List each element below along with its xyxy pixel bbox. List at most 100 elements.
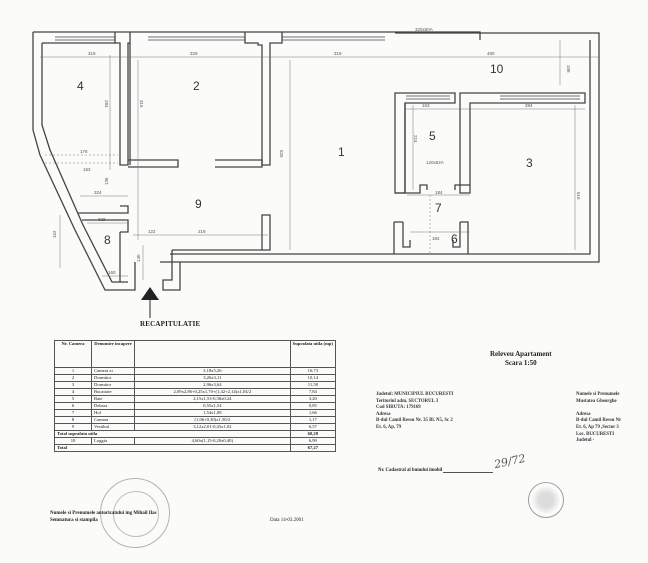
- dim-left-1: 176: [80, 149, 88, 154]
- table-row: 1 Camera zi 3,18x5,26 16,73: [54, 367, 337, 375]
- cell-name: Vestibul: [91, 423, 135, 431]
- room-9-label: 9: [195, 197, 202, 211]
- dim-room9-a: 122: [148, 229, 156, 234]
- cell-nr: 10: [54, 437, 92, 445]
- table-row: 3 Dormitor 2,96x3,64 11,58: [54, 381, 337, 389]
- room-4-label: 4: [77, 79, 84, 93]
- table-row: 10 Loggia 4,60x(1,15-0,20x0,40) 6,99: [54, 437, 337, 445]
- cell-area: 16,73: [289, 367, 337, 375]
- dim-left-2: 163: [83, 167, 91, 172]
- document-title: Releveu Apartament: [490, 350, 552, 358]
- address-line: Judetul -: [576, 438, 595, 444]
- dim-room7-width: 184: [435, 190, 443, 195]
- table-header-row: Nr. Camera Denumire incapere Suprafata u…: [54, 340, 337, 368]
- cell-calc: (1,06+0,30)x1,50/2: [134, 416, 291, 424]
- room-7-label: 7: [435, 201, 442, 215]
- cadastral-label: Nr. Cadastral al bunului imobil: [378, 468, 443, 473]
- dim-room4-width: 319: [88, 51, 96, 56]
- floor-plan: 1 2 3 4 5 6 7 8 9 10 319 329 319 480 320…: [32, 27, 600, 318]
- cell-area: 7,84: [289, 388, 337, 396]
- address-block-right: Numele si Prenumele Mustatea Gheorghe Ad…: [576, 392, 621, 445]
- dim-room1-height: 526: [279, 150, 284, 158]
- owner-label: Numele si Prenumele: [576, 392, 620, 397]
- dim-room8-height: 152: [52, 230, 57, 238]
- subtotal-label: Total suprafata utila: [54, 430, 291, 438]
- recap-title: RECAPITULATIE: [140, 320, 201, 328]
- cell-calc: 3,12x2,01-0,45x1,02: [134, 423, 291, 431]
- official-stamp-left: [100, 478, 170, 548]
- dim-top-window: 320x50A: [415, 27, 433, 32]
- dim-left-3: 136: [104, 177, 109, 185]
- room-6-label: 6: [451, 232, 458, 246]
- entrance-arrow-icon: [141, 287, 159, 318]
- col-header-area: Suprafata utila (mp): [289, 340, 337, 368]
- cell-calc: 4,60x(1,15-0,20x0,40): [134, 437, 291, 445]
- address-line: Et. 6, Ap. 79: [376, 424, 402, 430]
- dim-door5: 120x52A: [426, 160, 444, 165]
- address-line: B-dul Camil Ressu Nr: [576, 418, 622, 424]
- cell-nr: 3: [54, 381, 92, 389]
- total-label: Total: [54, 444, 291, 452]
- total-area: 67,27: [289, 444, 337, 452]
- cell-nr: 1: [54, 367, 92, 375]
- signature-block: Numele si Prenumele autorizatului ing Mi…: [50, 510, 157, 524]
- cell-calc: 1,54x1,08: [134, 409, 291, 417]
- table-row: 7 Hol 1,54x1,08 1,66: [54, 409, 337, 417]
- col-header-calc: [134, 340, 291, 368]
- cadastral-number: Nr. Cadastral al bunului imobil: [378, 468, 494, 473]
- cell-nr: 7: [54, 409, 92, 417]
- table-row: 8 Camara (1,06+0,30)x1,50/2 1,17: [54, 416, 337, 424]
- cell-nr: 5: [54, 395, 92, 403]
- cell-calc: 3,26x3,11: [134, 374, 291, 382]
- cell-name: Dormitor: [91, 381, 135, 389]
- cell-calc: 2,96x3,64: [134, 381, 291, 389]
- cell-nr: 9: [54, 423, 92, 431]
- dim-room10-height: 108: [566, 65, 571, 73]
- dim-room6-width: 184: [432, 236, 440, 241]
- address-line: Loc. BUCURESTI: [576, 431, 615, 437]
- address-block-left: Judetul: MUNICIPIUL BUCURESTI Teritoriul…: [376, 392, 453, 432]
- cell-calc: 0,55x1,54: [134, 402, 291, 410]
- address-line: Cod SIRUTA: 179169: [376, 405, 421, 411]
- dim-room8-c: 160: [108, 270, 116, 275]
- total-row: Total 67,27: [54, 444, 337, 452]
- room-3-label: 3: [526, 156, 533, 170]
- document-scale: Scara 1:50: [504, 359, 537, 367]
- cell-area: 11,58: [289, 381, 337, 389]
- dim-room1-width: 319: [334, 51, 342, 56]
- room-8-label: 8: [104, 233, 111, 247]
- table-row: 6 Debara 0,55x1,54 0,85: [54, 402, 337, 410]
- cell-calc: 2,15x1,53-0,38x0,24: [134, 395, 291, 403]
- cell-name: Loggia: [91, 437, 135, 445]
- cell-nr: 6: [54, 402, 92, 410]
- dim-entry: 140: [136, 254, 141, 262]
- owner-name: Mustatea Gheorghe: [576, 398, 617, 404]
- dim-room4-height: 284: [104, 100, 109, 108]
- cell-nr: 8: [54, 416, 92, 424]
- address-line: Et. 6, Ap 79 ,Sector 3: [576, 424, 619, 430]
- document-date: Data 14-03.2001: [270, 518, 304, 523]
- cell-name: Dormitor: [91, 374, 135, 382]
- cell-area: 6,99: [289, 437, 337, 445]
- address-line: Adresa: [376, 411, 391, 417]
- dim-room5-width: 163: [422, 103, 430, 108]
- cell-name: Camara: [91, 416, 135, 424]
- signature-label: Semnatura si stampila: [50, 518, 98, 523]
- dim-room2-width: 329: [190, 51, 198, 56]
- dim-room2-height: 315: [139, 100, 144, 108]
- cell-nr: 4: [54, 388, 92, 396]
- official-stamp-right: [528, 482, 564, 518]
- spacer: [576, 405, 621, 412]
- col-header-name: Denumire incapere: [91, 340, 135, 368]
- room-2-label: 2: [193, 79, 200, 93]
- recap-table: Nr. Camera Denumire incapere Suprafata u…: [54, 340, 337, 452]
- cell-name: Debara: [91, 402, 135, 410]
- table-row: 2 Dormitor 3,26x3,11 10,14: [54, 374, 337, 382]
- title-block: Releveu Apartament Scara 1:50: [490, 350, 552, 368]
- cell-calc: 3,18x5,26: [134, 367, 291, 375]
- dim-room5-height: 215: [413, 135, 418, 143]
- col-header-nr: Nr. Camera: [54, 340, 92, 368]
- cell-area: 1,17: [289, 416, 337, 424]
- address-line: Teritoriul adm. SECTORUL 3: [376, 398, 439, 404]
- cell-area: 0,85: [289, 402, 337, 410]
